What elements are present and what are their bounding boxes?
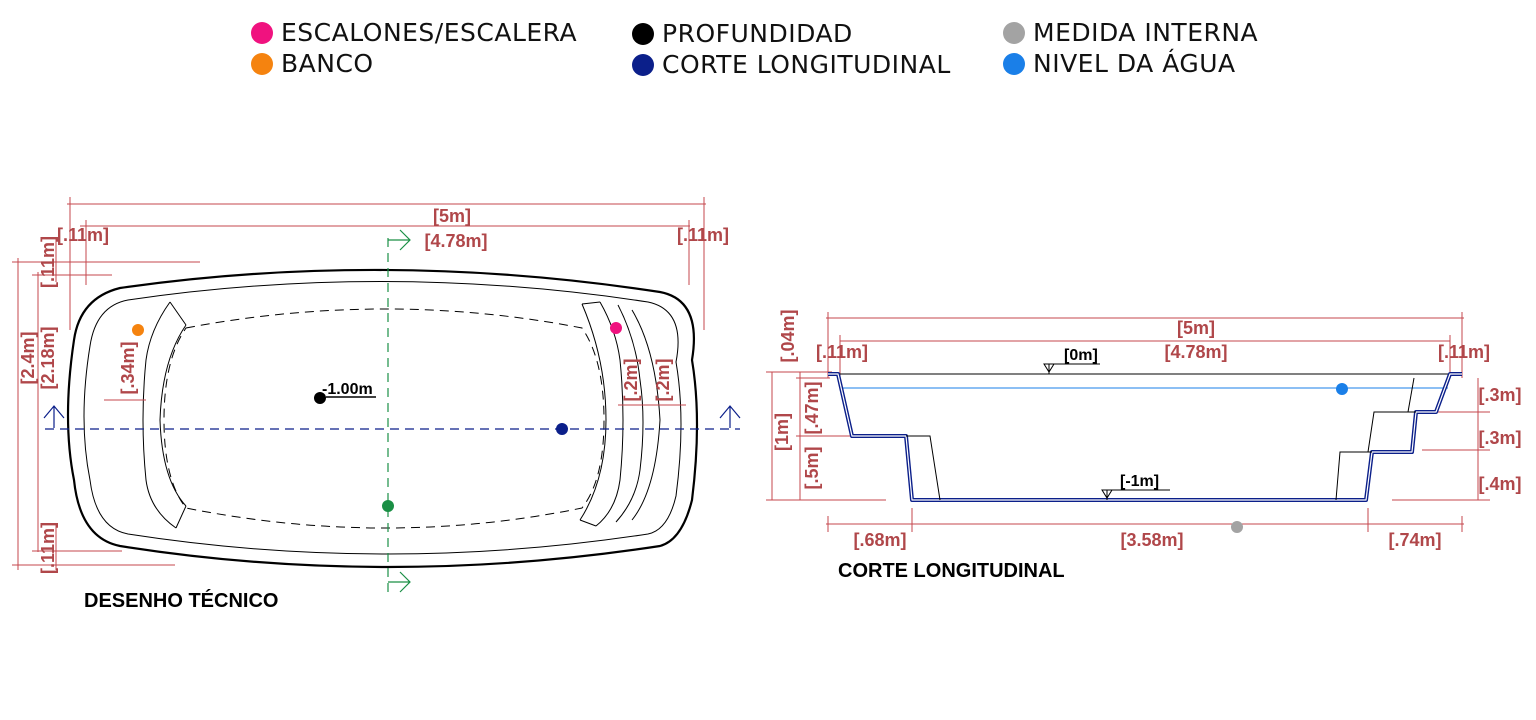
legend-dot-black-icon (632, 22, 654, 45)
pool-inner-rim (83, 280, 682, 555)
section-view: [5m] [4.78m] [.11m] [.11m] [.04m] [1m] [… (766, 309, 1522, 550)
section-bottom-mid: [3.58m] (1120, 530, 1183, 550)
legend-dot-gray-icon (1003, 21, 1025, 44)
plan-rim-right: [.11m] (677, 225, 729, 245)
plan-total-length: [5m] (433, 206, 471, 226)
legend-medida: MEDIDA INTERNA (1003, 18, 1258, 47)
plan-rim-left: [.11m] (57, 225, 109, 245)
section-bottom-left: [.68m] (853, 530, 906, 550)
legend-nivel: NIVEL DA ÁGUA (1003, 49, 1236, 78)
steps-marker (610, 322, 622, 334)
inner-measure-marker (1231, 521, 1243, 533)
section-level-top: [0m] (1064, 347, 1098, 364)
section-bottom-right: [.74m] (1388, 530, 1441, 550)
legend-label: BANCO (281, 49, 374, 78)
water-level-marker (1336, 383, 1348, 395)
legend-dot-pink-icon (251, 21, 273, 44)
section-left-lower: [.5m] (802, 446, 822, 489)
legend-dot-orange-icon (251, 52, 273, 75)
section-rim-thickness: [.04m] (778, 309, 798, 362)
legend-escalones: ESCALONES/ESCALERA (251, 18, 577, 47)
plan-rim-top: [.11m] (38, 236, 58, 288)
legend-dot-navy-icon (632, 53, 654, 76)
section-rim-left: [.11m] (816, 342, 868, 362)
section-right-top: [.3m] (1478, 385, 1521, 405)
bench-marker (132, 324, 144, 336)
legend-label: NIVEL DA ÁGUA (1033, 49, 1236, 78)
section-caption: CORTE LONGITUDINAL (838, 560, 1065, 582)
section-right-bottom: [.4m] (1478, 474, 1521, 494)
legend-label: ESCALONES/ESCALERA (281, 18, 578, 47)
pool-outer-rim (66, 268, 699, 569)
section-inner-length: [4.78m] (1164, 342, 1227, 362)
section-left-upper: [.47m] (802, 381, 822, 434)
section-depth-total: [1m] (772, 413, 792, 451)
section-rim-right: [.11m] (1438, 342, 1490, 362)
plan-depth-label: -1.00m (322, 381, 373, 398)
legend-label: PROFUNDIDAD (662, 19, 853, 48)
plan-step-2: [.2m] (653, 358, 673, 401)
transversal-marker (382, 500, 394, 512)
cut-marker (556, 423, 568, 435)
plan-total-width: [2.4m] (18, 331, 38, 384)
legend-corte: CORTE LONGITUDINAL (632, 50, 951, 79)
plan-step-1: [.2m] (621, 358, 641, 401)
section-right-mid: [.3m] (1478, 428, 1521, 448)
plan-view: [5m] [4.78m] [.11m] [.11m] [2.4m] [2.18m… (12, 197, 741, 596)
plan-bench-width: [.34m] (118, 341, 138, 394)
pool-floor-outline (163, 308, 605, 529)
legend-profundidad: PROFUNDIDAD (632, 19, 853, 48)
plan-caption: DESENHO TÉCNICO (84, 590, 279, 612)
legend-label: CORTE LONGITUDINAL (662, 50, 951, 79)
plan-inner-length: [4.78m] (424, 231, 487, 251)
plan-inner-width: [2.18m] (38, 326, 58, 389)
section-level-bottom: [-1m] (1120, 473, 1159, 490)
plan-rim-bottom: [.11m] (38, 522, 58, 574)
legend-label: MEDIDA INTERNA (1033, 18, 1259, 47)
legend-dot-blue-icon (1003, 52, 1025, 75)
legend-banco: BANCO (251, 49, 374, 78)
section-total-length: [5m] (1177, 318, 1215, 338)
depth-marker (314, 392, 326, 404)
